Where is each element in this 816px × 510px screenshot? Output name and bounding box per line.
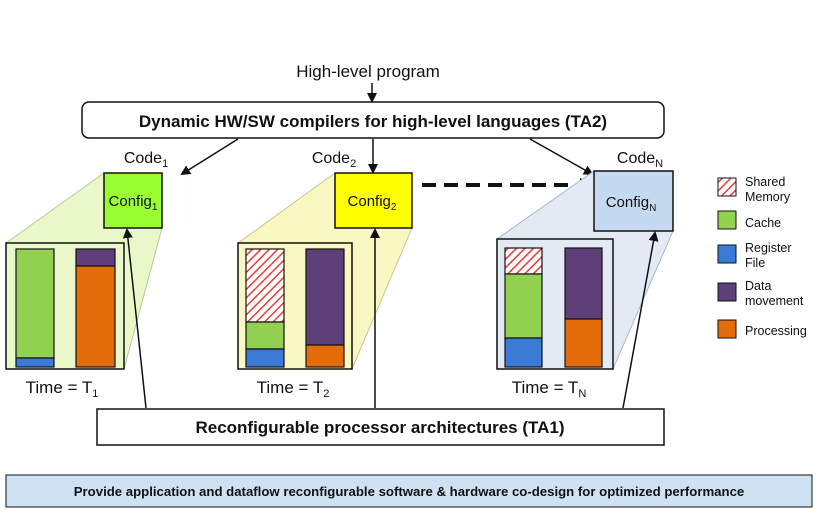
legend-processing-label: Processing xyxy=(745,324,807,338)
configN-box xyxy=(593,170,674,232)
compiler-box-label: Dynamic HW/SW compilers for high-level l… xyxy=(139,112,607,131)
timeN-label: Time = TN xyxy=(512,378,587,400)
arch-to-config1-arrow xyxy=(122,228,147,409)
stage2-shared-memory-bar xyxy=(245,248,285,323)
legend: Shared Memory Cache Register File Data m… xyxy=(717,175,807,339)
time2-label: Time = T2 xyxy=(257,378,330,400)
legend-processing-swatch xyxy=(717,319,737,339)
legend-shared-memory-swatch xyxy=(717,177,737,197)
legend-cache-swatch xyxy=(717,210,737,230)
stage2-cache-bar xyxy=(245,321,285,350)
code2-label: Code2 xyxy=(312,150,356,170)
architecture-box-label: Reconfigurable processor architectures (… xyxy=(195,418,564,437)
stageN-shared-memory-bar xyxy=(504,247,543,275)
stageN-processing-bar xyxy=(564,318,603,368)
stage2-register-bar xyxy=(245,348,285,368)
config1-label: Config1 xyxy=(109,193,158,213)
config2-label: Config2 xyxy=(348,193,397,213)
stageN-cache-bar xyxy=(504,273,543,339)
stage1-processing-bar xyxy=(75,265,116,368)
time1-label: Time = T1 xyxy=(26,378,99,400)
bottom-banner xyxy=(5,474,813,508)
legend-cache-label: Cache xyxy=(745,216,781,230)
compiler-box xyxy=(81,101,665,139)
stage1-cache-bar xyxy=(15,248,55,359)
architecture-box xyxy=(96,408,665,446)
stage1-register-bar xyxy=(15,357,55,368)
legend-register-label: Register File xyxy=(745,241,795,270)
stage2-data-bar xyxy=(305,248,345,346)
compiler-to-config1-arrow xyxy=(180,138,239,176)
compiler-to-configN-arrow xyxy=(529,138,594,175)
stage1-data-bar xyxy=(75,248,116,267)
stage2-processing-bar xyxy=(305,344,345,368)
legend-shared-memory-label: Shared Memory xyxy=(745,175,791,204)
stageN-data-bar xyxy=(564,247,603,320)
code1-label: Code1 xyxy=(124,150,168,170)
legend-data-movement-swatch xyxy=(717,282,737,302)
config1-box xyxy=(103,172,163,229)
codeN-label: CodeN xyxy=(617,150,663,170)
bottom-banner-text: Provide application and dataflow reconfi… xyxy=(74,484,744,499)
arch-to-configN-arrow xyxy=(622,231,659,409)
legend-register-swatch xyxy=(717,244,737,264)
configN-label: ConfigN xyxy=(606,194,657,214)
legend-data-movement-label: Data movement xyxy=(745,279,804,308)
stageN-register-bar xyxy=(504,337,543,368)
high-level-program-label: High-level program xyxy=(296,62,440,81)
config2-box xyxy=(334,172,413,229)
